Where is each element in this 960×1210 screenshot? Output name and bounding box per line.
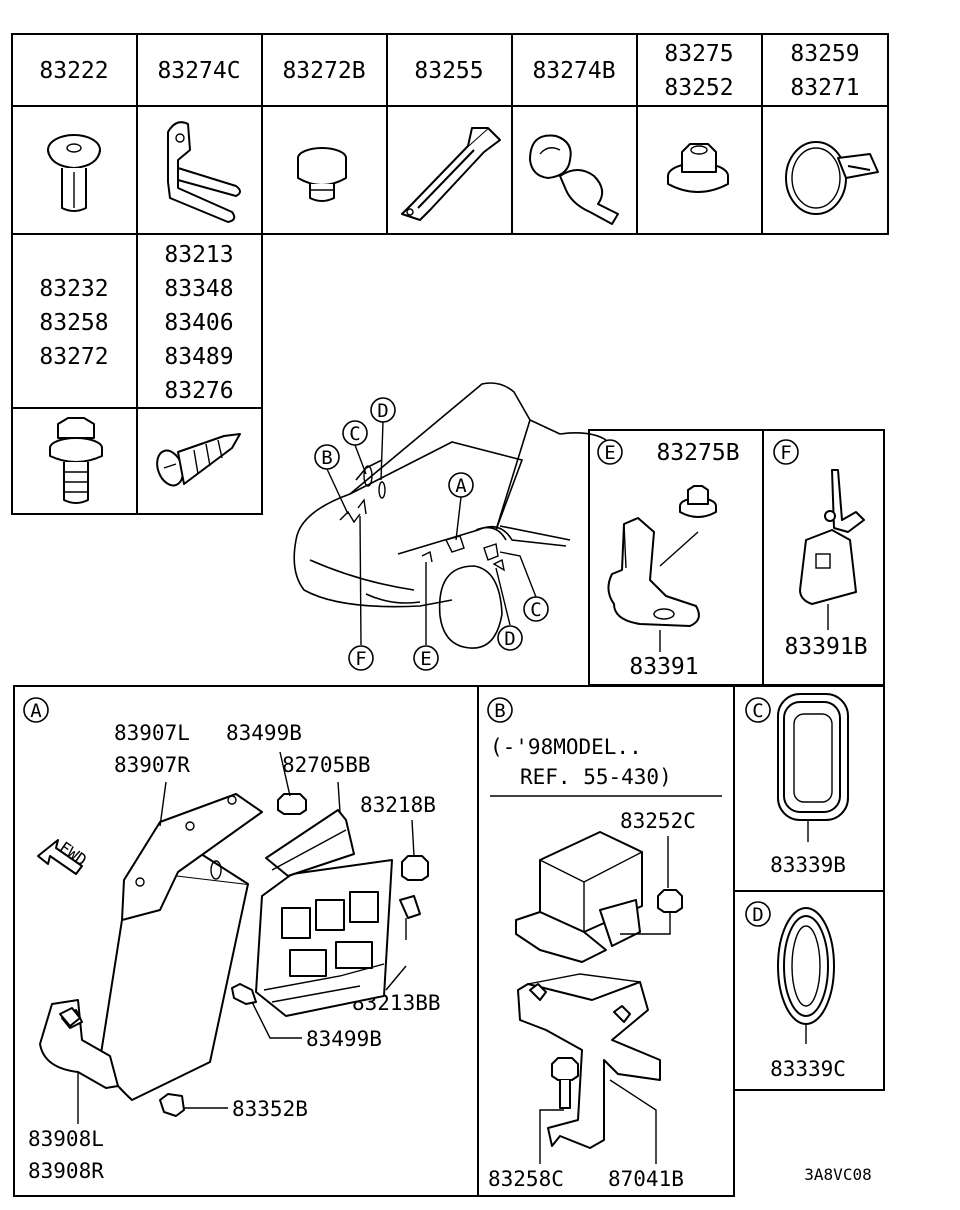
model-note-line-1: (-'98MODEL.. (490, 735, 642, 759)
model-note-line-2: REF. 55-430) (520, 765, 672, 789)
callout-a-label: A (455, 475, 467, 497)
bracket-illustration (167, 121, 241, 223)
fwd-arrow-icon: FWD (37, 838, 91, 875)
tapping-screw-illustration (156, 433, 241, 487)
band-clip-illustration (785, 141, 879, 215)
part-number-83352b: 83352B (232, 1097, 308, 1121)
left-parts-grid: 83232 83258 83272 83213 83348 83406 8348… (11, 233, 263, 515)
callout-b-label: B (321, 447, 332, 469)
part-number-83499b-bottom: 83499B (306, 1027, 382, 1051)
callout-f (348, 645, 374, 671)
part-number-83907l: 83907L (114, 721, 190, 745)
detail-panel-e: E 83275B 83391 (588, 429, 764, 686)
panel-d-letter: D (752, 904, 763, 926)
part-number-83348: 83348 (164, 276, 233, 302)
callout-a (448, 472, 474, 498)
callout-b (314, 444, 340, 470)
part-number-83252: 83252 (664, 75, 733, 101)
callout-d-lower-label: D (504, 628, 515, 650)
callout-d-label: D (377, 400, 388, 422)
top-parts-grid: 83222 83274C 83272B 83255 83274B 83275 8… (11, 33, 889, 235)
part-number-83391: 83391 (629, 654, 698, 680)
part-number-82705bb: 82705BB (282, 753, 371, 777)
callout-c-lower-label: C (530, 599, 541, 621)
part-number-83339c: 83339C (770, 1057, 846, 1081)
mounting-bracket-illustration (517, 973, 661, 1149)
callout-c (342, 420, 368, 446)
callout-f-label: F (355, 648, 366, 670)
callout-c-label: C (349, 423, 360, 445)
part-number-83489: 83489 (164, 344, 233, 370)
control-unit-illustration (515, 831, 643, 963)
part-number-83908r: 83908R (28, 1159, 104, 1183)
relay-box-illustration (39, 793, 263, 1101)
part-number-83274b: 83274B (532, 58, 615, 84)
fuse-block-illustration (255, 809, 393, 1017)
grommet-illustration-d (777, 907, 835, 1025)
part-number-83222: 83222 (39, 58, 108, 84)
part-number-83272: 83272 (39, 344, 108, 370)
fastener-illustrations-b (529, 889, 683, 1109)
detail-panel-f: F 83391B (762, 429, 885, 686)
long-bracket-illustration (401, 127, 501, 221)
part-number-83276: 83276 (164, 378, 233, 404)
panel-c-letter: C (752, 700, 763, 722)
detail-panel-b: B (-'98MODEL.. REF. 55-430) 83252C 83258… (477, 685, 735, 1197)
bolt-illustration (297, 147, 347, 202)
part-number-83213: 83213 (164, 242, 233, 268)
flange-nut-illustration (667, 143, 729, 193)
part-number-83275: 83275 (664, 41, 733, 67)
part-number-83339b: 83339B (770, 853, 846, 877)
part-number-83252c: 83252C (620, 809, 696, 833)
grommet-illustration-c (777, 693, 849, 821)
part-number-83271: 83271 (790, 75, 859, 101)
part-number-83232: 83232 (39, 276, 108, 302)
part-number-83218b: 83218B (360, 793, 436, 817)
callout-e-label: E (420, 648, 431, 670)
panel-f-letter: F (780, 442, 791, 464)
panel-e-letter: E (604, 442, 615, 464)
push-clip-illustration (47, 134, 101, 212)
fastener-illustrations-a (59, 793, 429, 1117)
nut-illustration-e (679, 485, 717, 518)
part-number-83255: 83255 (414, 58, 483, 84)
diagram-code: 3A8VC08 (804, 1165, 871, 1184)
part-number-87041b: 87041B (608, 1167, 684, 1191)
bracket-illustration-e (607, 517, 700, 627)
vehicle-overview: B C D A F E D C (293, 382, 607, 671)
panel-b-letter: B (494, 700, 505, 722)
callout-e (413, 645, 439, 671)
part-number-83406: 83406 (164, 310, 233, 336)
callout-d (370, 397, 396, 423)
clamp-illustration (529, 134, 619, 225)
part-number-83499b-top: 83499B (226, 721, 302, 745)
part-number-83259: 83259 (790, 41, 859, 67)
fwd-label: FWD (56, 838, 91, 870)
bracket-illustration-f (799, 469, 865, 605)
detail-panel-c: C 83339B (733, 685, 885, 892)
part-number-83272b: 83272B (282, 58, 365, 84)
part-number-83274c: 83274C (157, 58, 240, 84)
panel-a-letter: A (30, 700, 42, 722)
detail-panel-a: A 83907L 83907R 83499B 82705BB 83218B 83… (13, 685, 479, 1197)
detail-panel-d: D 83339C (733, 890, 885, 1091)
part-number-83275b: 83275B (656, 440, 739, 466)
flange-bolt-illustration (49, 417, 103, 504)
part-number-83907r: 83907R (114, 753, 190, 777)
part-number-83391b: 83391B (784, 634, 867, 660)
part-number-83258: 83258 (39, 310, 108, 336)
part-number-83258c: 83258C (488, 1167, 564, 1191)
part-number-83908l: 83908L (28, 1127, 104, 1151)
callout-d-lower (497, 625, 523, 651)
callout-c-lower (523, 596, 549, 622)
